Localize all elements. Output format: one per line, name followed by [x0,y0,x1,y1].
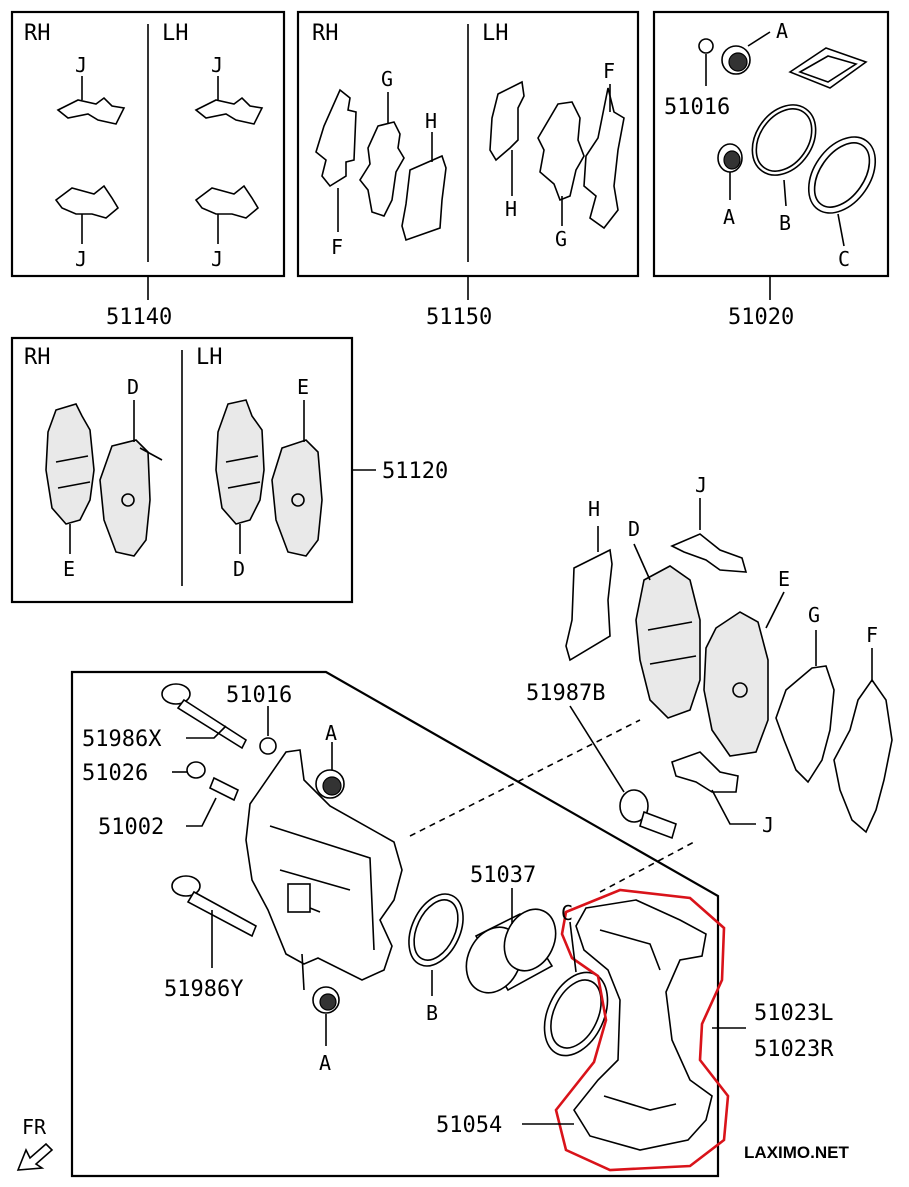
part-letter: E [63,557,75,581]
part-letter: E [297,375,309,399]
group-51150[interactable]: RH LH G H F F H G 51150 [296,10,640,330]
group-51140[interactable]: RH LH J J J J 51140 [10,10,286,330]
part-letter: F [331,235,343,259]
part-letter: C [561,901,573,925]
boot-a-lower-icon [312,986,340,1014]
part-letter: D [628,517,640,541]
part-letter: D [127,375,139,399]
lh-label: LH [196,345,223,370]
exploded-pads[interactable]: H J D E G F 51987B J [409,473,893,893]
slide-pin-bolt-y-icon [171,875,258,938]
group-51020[interactable]: A 51016 A B C 51020 [652,10,890,330]
part-letter: J [211,53,223,77]
anti-rattle-clip-icon [54,96,264,219]
part-number: 51054 [436,1113,502,1138]
part-letter: E [778,567,790,591]
part-letter: C [838,247,850,271]
part-letter: B [426,1001,438,1025]
part-letter: J [762,813,774,837]
part-letter: J [75,247,87,271]
part-letter: A [723,205,735,229]
part-letter: J [211,247,223,271]
part-number-51120: 51120 [382,459,448,484]
part-letter: J [75,53,87,77]
shim-f-icon [833,678,893,834]
part-number: 51016 [226,683,292,708]
pad-shim-icon [315,80,625,242]
frame-caliper [70,670,720,1178]
part-number: 51023R [754,1037,834,1062]
boot-c-icon [543,971,609,1057]
part-number: 51002 [98,815,164,840]
rh-label: RH [24,345,51,370]
part-letter: F [603,59,615,83]
part-number: 51987B [526,681,605,706]
watermark: LAXIMO.NET [744,1143,849,1162]
part-letter: A [776,19,788,43]
part-letter: D [233,557,245,581]
part-letter: B [779,211,791,235]
part-number: 51026 [82,761,148,786]
part-number-51020: 51020 [728,305,794,330]
clip-j-lower-icon [671,751,739,793]
group-51120[interactable]: RH LH D E E D 51120 [10,336,448,604]
part-number: 51037 [470,863,536,888]
piston-seal-b-icon [408,893,464,967]
guide-bolt-icon [619,789,677,840]
boot-a-upper-icon [315,769,345,799]
direction-label: FR [22,1115,47,1139]
part-letter: H [588,497,600,521]
part-letter: H [425,109,437,133]
rh-label: RH [24,21,51,46]
caliper-assembly[interactable]: 51016 51986X A 51026 51002 51037 C 51986… [70,670,834,1178]
bushing-51016-icon [259,737,277,755]
part-letter: A [325,721,337,745]
part-letter: H [505,197,517,221]
pad-d-icon [635,565,701,719]
lh-label: LH [482,21,509,46]
shim-g-icon [775,665,835,784]
part-number-51150: 51150 [426,305,492,330]
frame-51020 [652,10,890,278]
caliper-support-icon [573,899,713,1151]
part-number: 51016 [664,95,730,120]
part-number: 51986Y [164,977,243,1002]
arrow-icon [16,1142,54,1171]
brake-pad-icon [45,399,323,557]
lh-label: LH [162,21,189,46]
shim-h-icon [565,548,613,662]
part-number: 51986X [82,727,162,752]
seal-kit-icon [698,38,877,214]
part-letter: F [866,623,878,647]
clip-j-upper-icon [670,533,748,573]
part-letter: A [319,1051,331,1075]
front-direction-indicator: FR [16,1115,54,1171]
part-letter: G [555,227,567,251]
part-letter: J [695,473,707,497]
part-number-51140: 51140 [106,305,172,330]
part-letter: G [381,67,393,91]
part-letter: G [808,603,820,627]
bleeder-51002-icon [208,776,240,802]
caliper-body-icon [245,749,403,981]
part-number: 51023L [754,1001,833,1026]
highlight-outline [554,888,730,1172]
cap-51026-icon [186,761,206,779]
rh-label: RH [312,21,339,46]
piston-51037-icon [465,908,557,994]
